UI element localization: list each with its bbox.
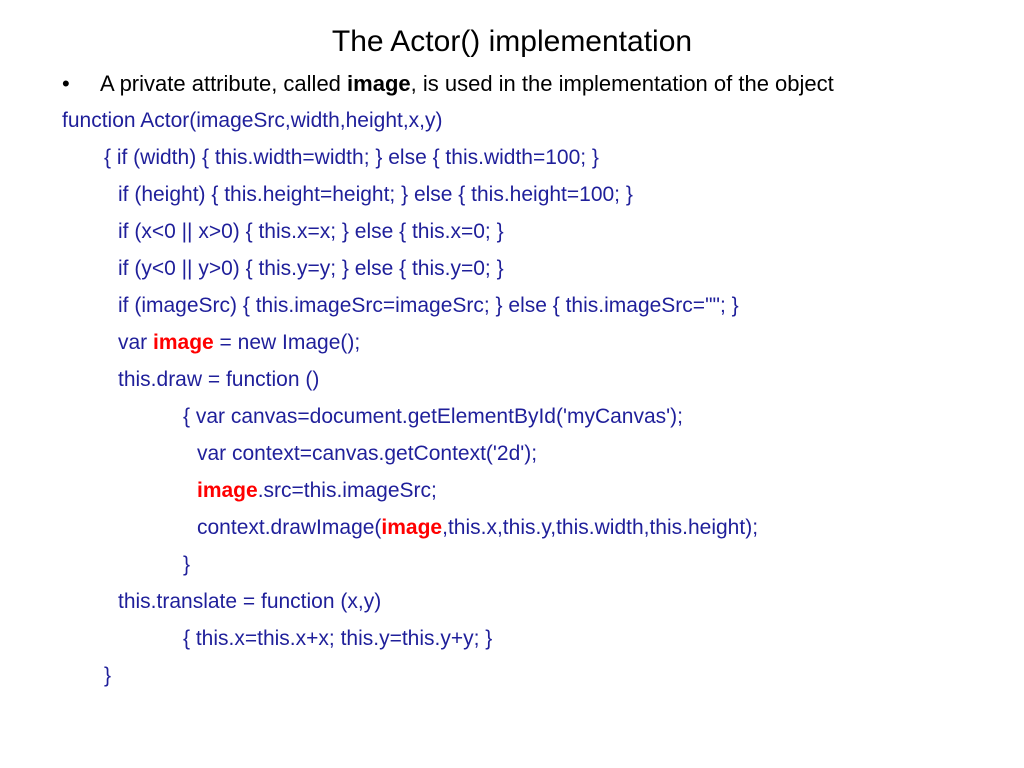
code-keyword-image: image xyxy=(381,516,443,539)
code-line: if (x<0 || x>0) { this.x=x; } else { thi… xyxy=(118,213,504,250)
code-line: this.draw = function () xyxy=(118,361,319,398)
code-keyword-image: image xyxy=(153,331,214,354)
code-text: { var canvas=document.getElementById('my… xyxy=(183,405,684,428)
code-line: { var canvas=document.getElementById('my… xyxy=(183,398,683,435)
code-line: var context=canvas.getContext('2d'); xyxy=(197,435,537,472)
bullet-keyword: image xyxy=(347,71,411,96)
code-line: if (y<0 || y>0) { this.y=y; } else { thi… xyxy=(118,250,504,287)
code-line: if (height) { this.height=height; } else… xyxy=(118,176,633,213)
code-text: { this.x=this.x+x; this.y=this.y+y; } xyxy=(183,627,493,650)
bullet-text-after: , is used in the implementation of the o… xyxy=(410,71,834,96)
code-text: function Actor(imageSrc,width,height,x,y… xyxy=(62,109,443,132)
code-keyword-image: image xyxy=(197,479,258,502)
code-text: if (height) { this.height=height; } else… xyxy=(118,183,633,206)
code-text: = new Image(); xyxy=(213,331,361,354)
bullet-text-before: A private attribute, called xyxy=(100,71,348,96)
bullet-icon: • xyxy=(62,71,70,96)
code-line: if (imageSrc) { this.imageSrc=imageSrc; … xyxy=(118,287,739,324)
code-text: } xyxy=(183,553,191,576)
code-line: { this.x=this.x+x; this.y=this.y+y; } xyxy=(183,620,492,657)
code-line: this.translate = function (x,y) xyxy=(118,583,381,620)
code-line: context.drawImage(image,this.x,this.y,th… xyxy=(197,509,758,546)
code-line: image.src=this.imageSrc; xyxy=(197,472,437,509)
code-text: if (y<0 || y>0) { this.y=y; } else { thi… xyxy=(118,257,504,280)
code-text: var xyxy=(118,331,154,354)
code-text: this.translate = function (x,y) xyxy=(118,590,382,613)
code-line: var image = new Image(); xyxy=(118,324,360,361)
code-text: context.drawImage( xyxy=(197,516,382,539)
code-text: { if (width) { this.width=width; } else … xyxy=(104,146,599,169)
bullet-point: • A private attribute, called image, is u… xyxy=(62,66,834,102)
code-text: .src=this.imageSrc; xyxy=(257,479,437,502)
code-text: var context=canvas.getContext('2d'); xyxy=(197,442,538,465)
code-text: if (imageSrc) { this.imageSrc=imageSrc; … xyxy=(118,294,739,317)
code-text: this.draw = function () xyxy=(118,368,320,391)
code-line: function Actor(imageSrc,width,height,x,y… xyxy=(62,102,443,139)
code-line: } xyxy=(104,657,111,694)
slide-title: The Actor() implementation xyxy=(331,25,693,58)
code-text: if (x<0 || x>0) { this.x=x; } else { thi… xyxy=(118,220,504,243)
code-line: { if (width) { this.width=width; } else … xyxy=(104,139,599,176)
code-text: ,this.x,this.y,this.width,this.height); xyxy=(442,516,759,539)
code-line: } xyxy=(183,546,190,583)
code-text: } xyxy=(104,664,112,687)
